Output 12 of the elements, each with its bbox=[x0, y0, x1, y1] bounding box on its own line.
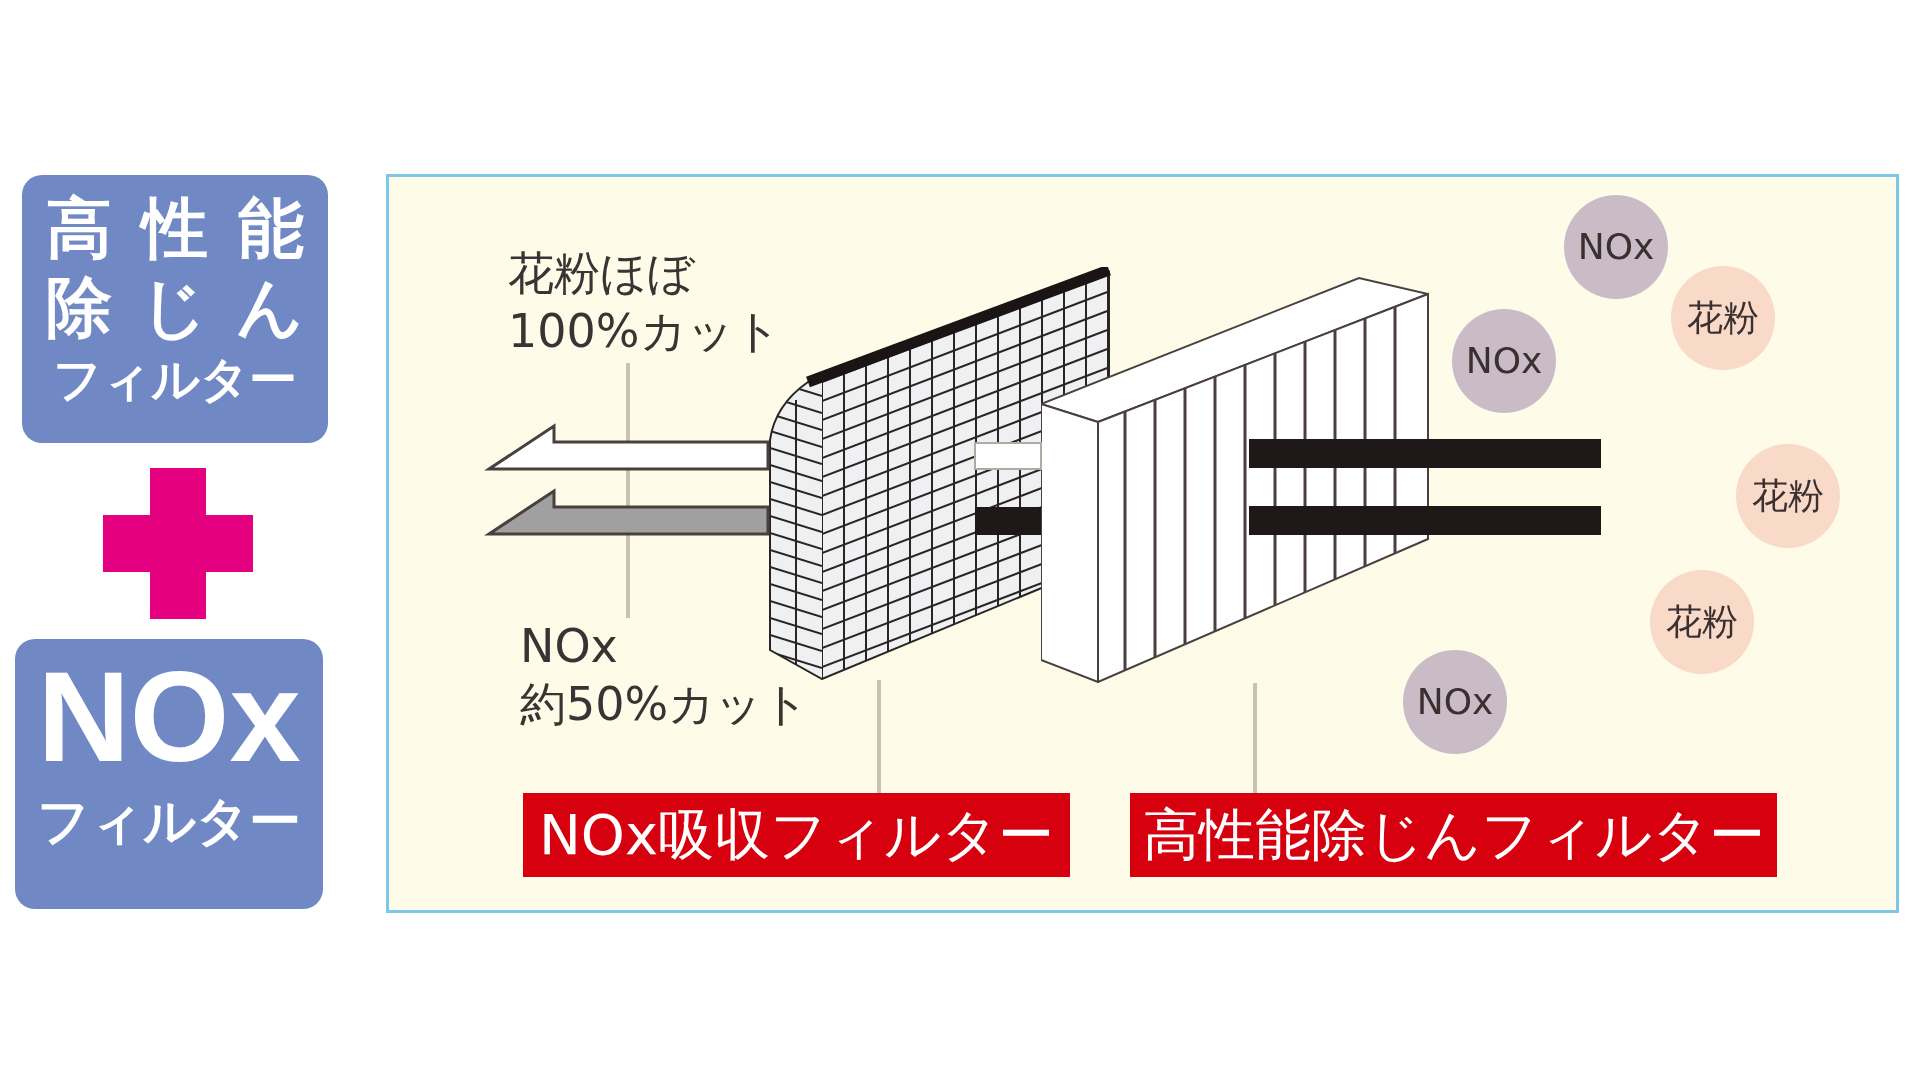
box-title: 高性能除じんフィルター bbox=[46, 189, 304, 410]
filter-box bbox=[22, 175, 328, 443]
filter-box bbox=[15, 639, 323, 909]
box-title: NOx bbox=[36, 647, 302, 788]
annotation-text: NOx約50%カット bbox=[520, 618, 830, 733]
filter-drawing bbox=[1041, 276, 1429, 683]
annotation-text: 花粉ほぼ100%カット bbox=[508, 245, 808, 360]
box-subtitle: フィルター bbox=[36, 789, 302, 853]
filter-label: 高性能除じんフィルター bbox=[1130, 793, 1777, 877]
leader-line bbox=[1253, 683, 1257, 793]
filter-label: NOx吸収フィルター bbox=[523, 793, 1070, 877]
leader-line bbox=[877, 680, 881, 793]
